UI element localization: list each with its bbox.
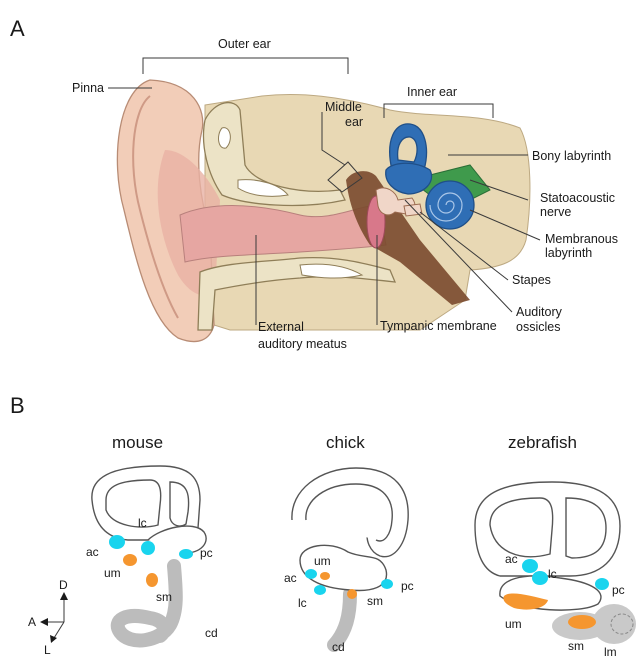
chick-ac-patch xyxy=(305,569,317,579)
label-statoacoustic-2: nerve xyxy=(540,205,571,219)
label-outer-ear: Outer ear xyxy=(218,37,271,51)
label-pinna: Pinna xyxy=(72,81,104,95)
mouse-canal-inner-2 xyxy=(170,482,189,526)
panel-b-letter: B xyxy=(10,393,25,418)
mouse-lc-patch xyxy=(141,541,155,555)
mouse-pc-label: pc xyxy=(200,546,213,560)
zebrafish-title: zebrafish xyxy=(508,433,577,452)
label-membranous-1: Membranous xyxy=(545,232,618,246)
chick-lc-label: lc xyxy=(298,596,307,610)
label-middle-ear-1: Middle xyxy=(325,100,362,114)
outer-ear-bracket xyxy=(143,58,348,74)
orientation-axes xyxy=(40,592,68,643)
label-auditory-ossicles-1: Auditory xyxy=(516,305,563,319)
mouse-title: mouse xyxy=(112,433,163,452)
zebrafish-sm-label: sm xyxy=(568,639,584,653)
label-external-2: auditory meatus xyxy=(258,337,347,351)
label-auditory-ossicles-2: ossicles xyxy=(516,320,560,334)
zebrafish-sm-patch xyxy=(568,615,596,629)
zebrafish-ac-label: ac xyxy=(505,552,518,566)
axis-d-arrow xyxy=(60,592,68,600)
mouse-um-patch xyxy=(123,554,137,566)
label-statoacoustic-1: Statoacoustic xyxy=(540,191,615,205)
axis-a-arrow xyxy=(40,618,48,626)
chick-um-label: um xyxy=(314,554,331,568)
chick-pc-patch xyxy=(381,579,393,589)
mouse-ac-patch xyxy=(109,535,125,549)
chick-sm-label: sm xyxy=(367,594,383,608)
chick-sm-patch xyxy=(347,589,357,599)
chick-ac-label: ac xyxy=(284,571,297,585)
zebrafish-lc-label: lc xyxy=(548,567,557,581)
chick-cd-duct xyxy=(334,594,350,645)
label-bony-labyrinth: Bony labyrinth xyxy=(532,149,611,163)
mouse-sm-label: sm xyxy=(156,590,172,604)
axis-a-label: A xyxy=(28,615,36,629)
label-middle-ear-2: ear xyxy=(345,115,363,129)
axis-l xyxy=(54,622,64,638)
label-inner-ear: Inner ear xyxy=(407,85,457,99)
mouse-pc-patch xyxy=(179,549,193,559)
mouse-canal-inner-1 xyxy=(106,480,161,527)
axis-l-arrow xyxy=(50,635,57,643)
zebrafish-lm-label: lm xyxy=(604,645,617,659)
chick-title: chick xyxy=(326,433,365,452)
mouse-cd-label: cd xyxy=(205,626,218,640)
axis-l-label: L xyxy=(44,643,51,657)
panel-a-letter: A xyxy=(10,16,25,41)
mouse-sm-patch xyxy=(146,573,158,587)
mouse-ac-label: ac xyxy=(86,545,99,559)
label-external-1: External xyxy=(258,320,304,334)
label-membranous-2: labyrinth xyxy=(545,246,592,260)
label-tympanic-membrane: Tympanic membrane xyxy=(380,319,497,333)
zebrafish-ac-patch xyxy=(522,559,538,573)
stapes xyxy=(404,204,422,216)
chick-inner-ear xyxy=(292,468,408,645)
zebrafish-pc-patch xyxy=(595,578,609,590)
zebrafish-inner-ear xyxy=(475,482,636,644)
ear-anatomy-illustration xyxy=(117,80,530,342)
chick-cd-label: cd xyxy=(332,640,345,654)
mouse-lc-label: lc xyxy=(138,516,147,530)
axis-d-label: D xyxy=(59,578,68,592)
chick-lc-patch xyxy=(314,585,326,595)
bone-pocket-1 xyxy=(219,128,231,149)
mouse-um-label: um xyxy=(104,566,121,580)
mouse-inner-ear xyxy=(92,466,206,640)
label-stapes: Stapes xyxy=(512,273,551,287)
zebrafish-lc-patch xyxy=(532,571,548,585)
chick-pc-label: pc xyxy=(401,579,414,593)
zebrafish-pc-label: pc xyxy=(612,583,625,597)
zebrafish-um-label: um xyxy=(505,617,522,631)
chick-um-patch xyxy=(320,572,330,580)
